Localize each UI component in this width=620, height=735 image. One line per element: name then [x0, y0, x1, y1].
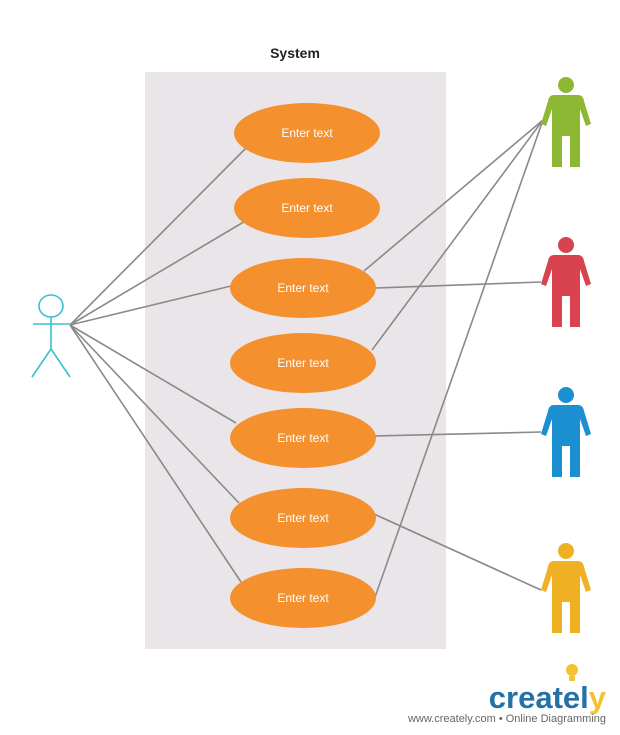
- system-title: System: [270, 45, 320, 61]
- use-case-7[interactable]: Enter text: [230, 568, 376, 628]
- use-case-5[interactable]: Enter text: [230, 408, 376, 468]
- use-cases: Enter text Enter text Enter text Enter t…: [230, 103, 380, 628]
- association-line: [69, 219, 248, 326]
- association-line: [373, 513, 542, 591]
- use-case-6[interactable]: Enter text: [230, 488, 376, 548]
- use-case-2-label: Enter text: [281, 201, 333, 215]
- association-line: [374, 431, 542, 437]
- association-line: [69, 146, 248, 326]
- brand-wordmark: creately: [489, 680, 607, 715]
- creately-logo: creately: [489, 664, 607, 715]
- person-icon-red[interactable]: [541, 237, 591, 327]
- footer-tagline: www.creately.com • Online Diagramming: [407, 713, 606, 725]
- person-icon-blue[interactable]: [541, 387, 591, 477]
- association-line: [69, 324, 237, 424]
- use-case-1[interactable]: Enter text: [234, 103, 380, 163]
- association-line: [69, 324, 242, 583]
- association-line: [374, 281, 542, 289]
- use-case-5-label: Enter text: [277, 431, 329, 445]
- use-case-4[interactable]: Enter text: [230, 333, 376, 393]
- association-line: [69, 324, 240, 504]
- association-line: [371, 119, 544, 351]
- stick-figure-icon[interactable]: [31, 294, 71, 378]
- association-line: [373, 119, 544, 601]
- association-line: [363, 119, 544, 272]
- person-icon-yellow[interactable]: [541, 543, 591, 633]
- association-line: [69, 285, 232, 326]
- use-case-6-label: Enter text: [277, 511, 329, 525]
- use-case-3-label: Enter text: [277, 281, 329, 295]
- use-case-2[interactable]: Enter text: [234, 178, 380, 238]
- lightbulb-icon: [566, 664, 578, 681]
- use-case-3[interactable]: Enter text: [230, 258, 376, 318]
- person-icon-green[interactable]: [541, 77, 591, 167]
- association-lines: [69, 119, 544, 601]
- use-case-1-label: Enter text: [281, 126, 333, 140]
- use-case-4-label: Enter text: [277, 356, 329, 370]
- use-case-7-label: Enter text: [277, 591, 329, 605]
